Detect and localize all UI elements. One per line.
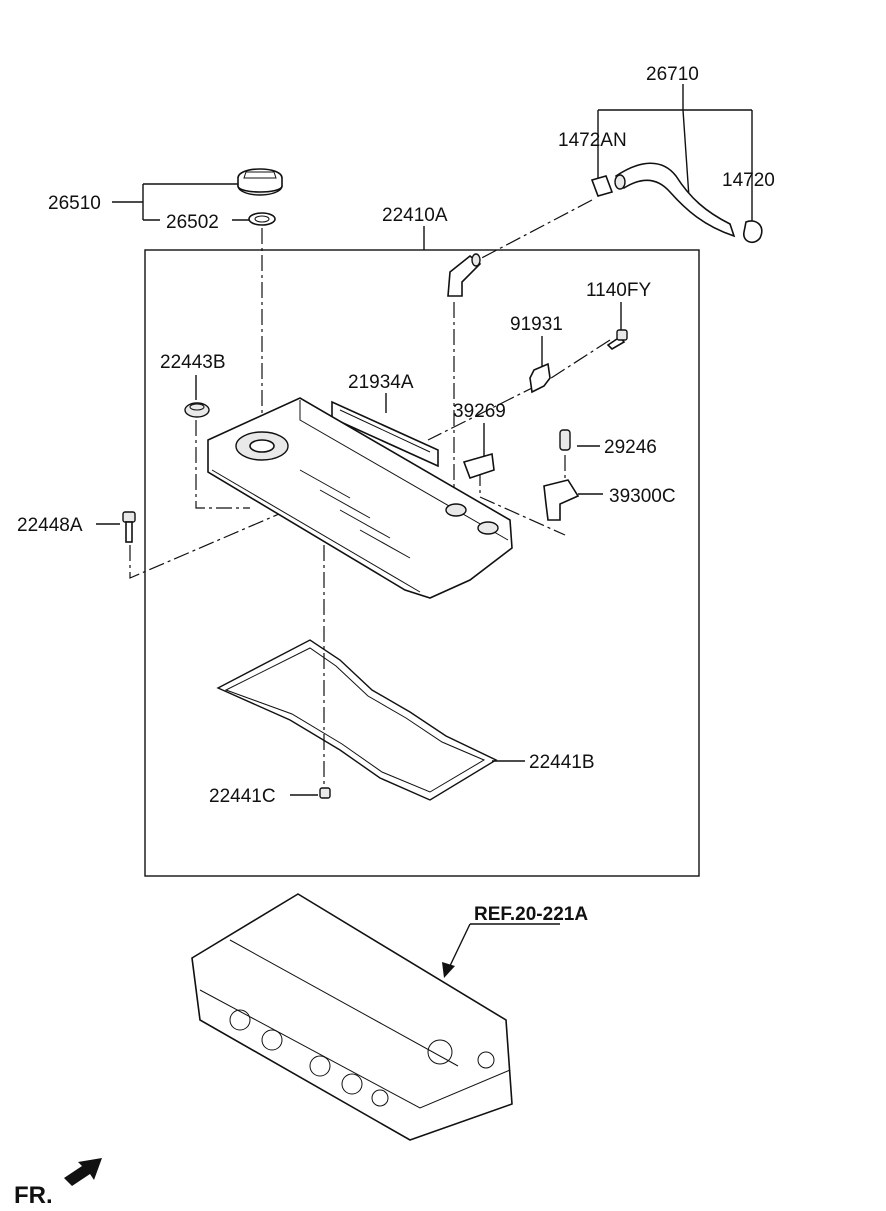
label-26710: 26710 xyxy=(646,64,699,85)
breather-hose xyxy=(590,162,763,244)
bolt-1140fy xyxy=(606,329,628,351)
label-front: FR. xyxy=(14,1182,53,1209)
leader-lines xyxy=(96,84,753,978)
filler-cap-gasket xyxy=(248,212,276,226)
plug-22441c xyxy=(319,787,331,799)
label-29246: 29246 xyxy=(604,437,657,458)
label-22441c: 22441C xyxy=(209,786,276,807)
label-26502: 26502 xyxy=(166,212,219,233)
cam-sensor-39300c xyxy=(543,479,580,521)
label-14720: 14720 xyxy=(722,170,775,191)
label-22448a: 22448A xyxy=(17,515,83,536)
bolt-22448a xyxy=(122,511,136,543)
label-22441b: 22441B xyxy=(529,752,595,773)
cylinder-head xyxy=(191,893,513,1141)
cover-gasket xyxy=(216,639,498,801)
label-22443b: 22443B xyxy=(160,352,226,373)
label-1472an: 1472AN xyxy=(558,130,627,151)
label-26510: 26510 xyxy=(48,193,101,214)
pcv-fitting xyxy=(447,253,482,297)
oil-filler-cap xyxy=(237,168,283,196)
front-arrow-icon xyxy=(64,1158,102,1186)
label-91931: 91931 xyxy=(510,314,563,335)
label-22410a: 22410A xyxy=(382,205,448,226)
bracket-39269 xyxy=(462,452,495,480)
sensor-bolt-29246 xyxy=(559,429,571,451)
baffle-21934a xyxy=(331,400,439,468)
label-39300c: 39300C xyxy=(609,486,676,507)
valve-cover xyxy=(207,397,513,599)
label-21934a: 21934A xyxy=(348,372,414,393)
label-1140fy: 1140FY xyxy=(586,280,651,301)
label-39269: 39269 xyxy=(453,401,506,422)
seal-22443b xyxy=(184,402,210,418)
dashed-guides xyxy=(129,199,611,785)
assembly-frame xyxy=(144,249,700,877)
label-ref-20-221a: REF.20-221A xyxy=(474,904,588,925)
bracket-91931 xyxy=(529,362,551,394)
